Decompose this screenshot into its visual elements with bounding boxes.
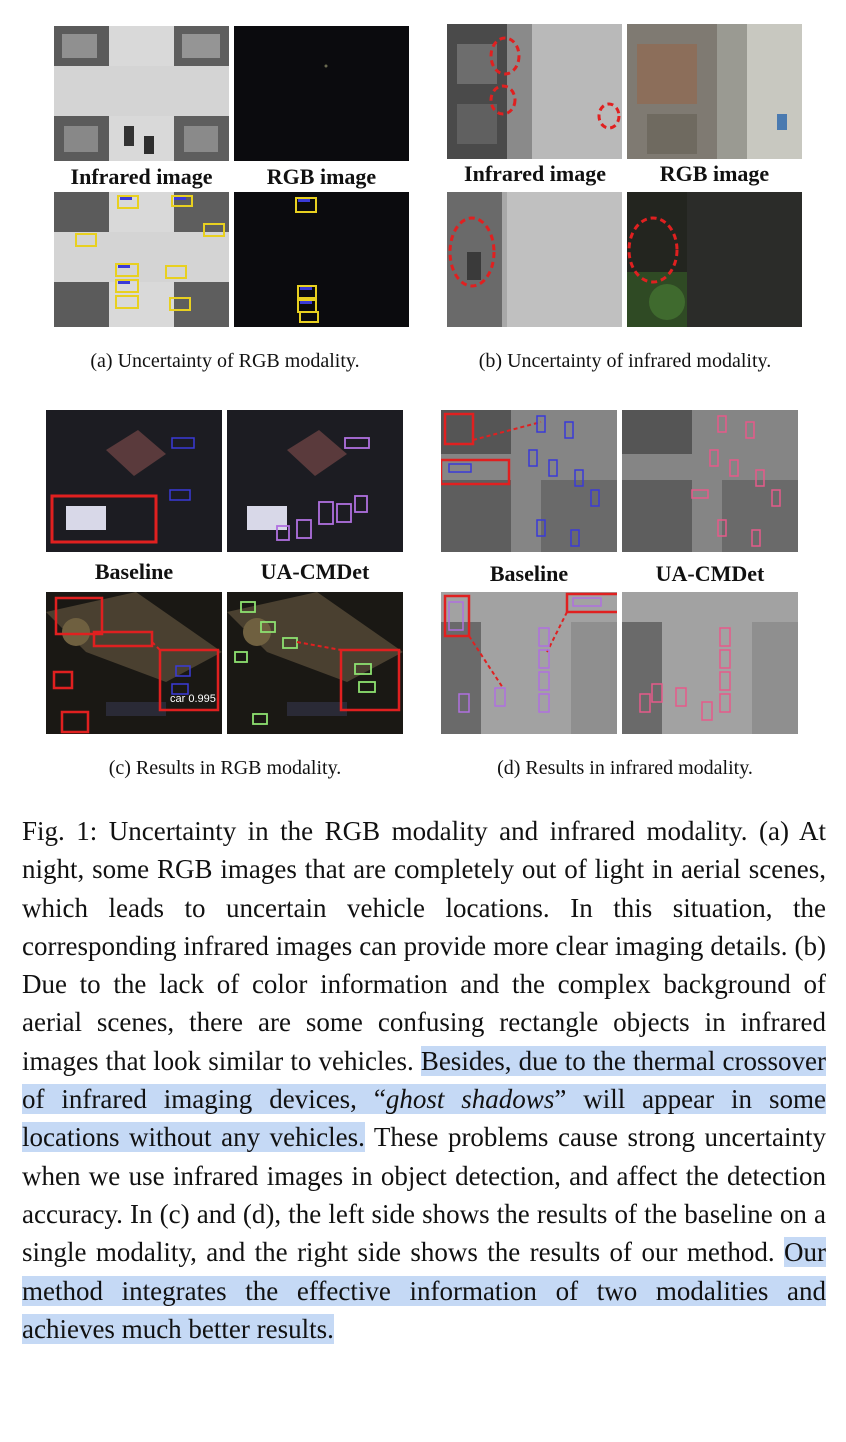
caption-part-2: These problems cause strong uncertainty … <box>22 1122 826 1268</box>
panel-b-infrared-top <box>447 24 622 159</box>
panel-a-infrared-bottom <box>54 192 229 327</box>
caption-highlight-1a: Besides, due to the thermal crossover of… <box>22 1045 826 1115</box>
panel-d-baseline-label: Baseline <box>489 561 569 586</box>
panel-a-caption: (a) Uncertainty of RGB modality. <box>90 350 360 372</box>
panel-d-uacmdet-label: UA-CMDet <box>655 561 765 586</box>
panel-c-caption: (c) Results in RGB modality. <box>108 757 342 779</box>
panel-b-rgb-label: RGB image <box>659 161 770 186</box>
panel-b-rgb-top <box>627 24 802 159</box>
figure-caption: Fig. 1: Uncertainty in the RGB modality … <box>22 812 826 1348</box>
panel-b-caption: (b) Uncertainty of infrared modality. <box>478 350 772 372</box>
panel-c-baseline-label: Baseline <box>94 559 174 584</box>
caption-highlight-1c: ” will appear in some locations without … <box>22 1084 826 1153</box>
panel-a-infrared-top <box>54 26 229 161</box>
panel-b-infrared-bottom <box>447 192 622 327</box>
panel-d-caption: (d) Results in infrared modality. <box>497 757 753 779</box>
panel-c-uacmdet-label: UA-CMDet <box>260 559 370 584</box>
panel-d-uacmdet-top <box>622 410 798 552</box>
panel-c-baseline-top <box>46 410 222 552</box>
panel-c-uacmdet-top <box>227 410 403 552</box>
panel-a-infrared-label: Infrared image <box>70 164 213 189</box>
panel-c-baseline-bottom: car 0.995 <box>46 592 222 734</box>
panel-d-baseline-top <box>441 410 617 552</box>
panel-a-rgb-label: RGB image <box>266 164 377 189</box>
caption-ghost-shadows: ghost shadows <box>385 1084 555 1115</box>
panel-b-infrared-label: Infrared image <box>464 161 606 186</box>
panel-d-uacmdet-bottom <box>622 592 798 734</box>
detection-label: car 0.995 <box>170 693 216 705</box>
panel-b-rgb-bottom <box>627 192 802 327</box>
panel-a-rgb-top <box>234 26 409 161</box>
panel-c-uacmdet-bottom <box>227 592 403 734</box>
caption-part-1: Fig. 1: Uncertainty in the RGB modality … <box>22 816 826 1076</box>
panel-d-baseline-bottom <box>441 592 617 734</box>
panel-a-rgb-bottom <box>234 192 409 327</box>
